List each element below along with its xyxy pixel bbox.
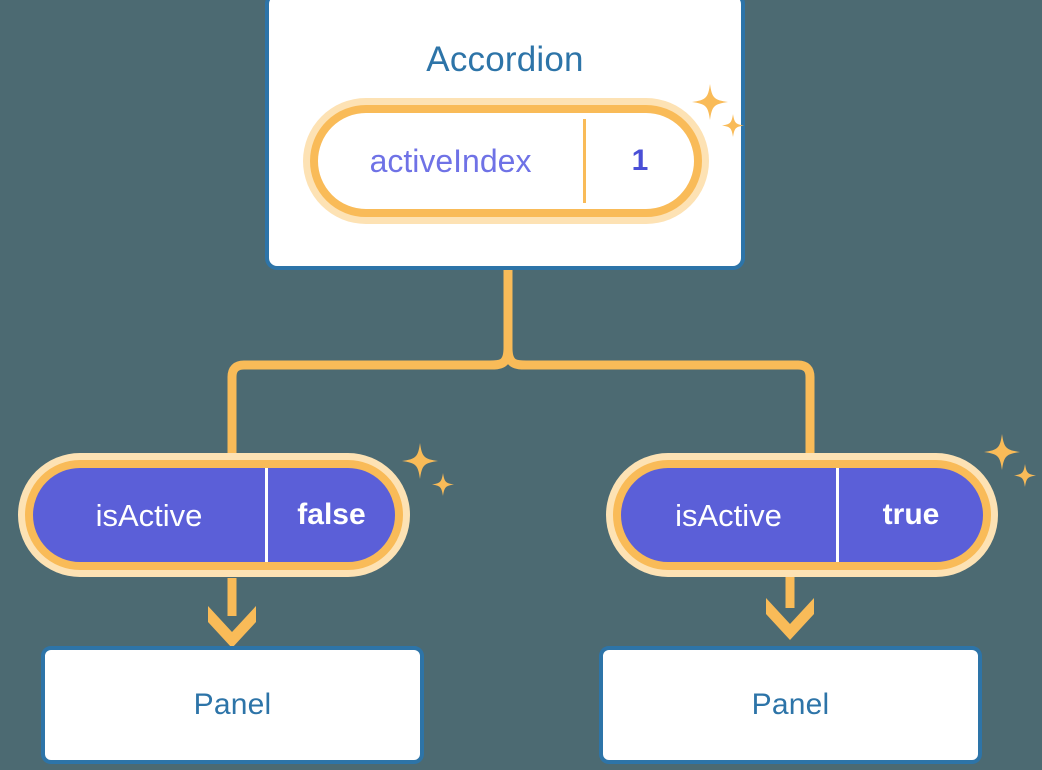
pill-divider [836,468,839,562]
panel-title: Panel [193,688,272,721]
pill-body[interactable]: activeIndex 1 [310,105,702,217]
pill-body[interactable]: isActive true [613,460,991,570]
pill-key-label: isActive [675,497,782,533]
connector-branch-right [503,347,815,460]
state-pill-active-index[interactable]: activeIndex 1 [310,105,702,217]
panel-title: Panel [751,688,830,721]
connector-branch-left [227,347,513,462]
page-title: Accordion [426,40,584,79]
pill-body[interactable]: isActive false [25,460,403,570]
arrow-down-icon-left [208,606,256,648]
state-pill-is-active-true[interactable]: isActive true [613,460,991,570]
panel-component-card-left[interactable]: Panel [41,646,424,764]
pill-value-label: 1 [631,144,649,177]
pill-key-label: isActive [95,497,203,533]
pill-divider [583,119,586,203]
pill-divider [265,468,268,562]
pill-value-label: true [882,498,940,531]
pill-value-label: false [297,498,366,531]
arrow-down-icon-right [766,598,814,640]
state-pill-is-active-false[interactable]: isActive false [25,460,403,570]
pill-key-label: activeIndex [369,143,532,179]
panel-component-card-right[interactable]: Panel [599,646,982,764]
